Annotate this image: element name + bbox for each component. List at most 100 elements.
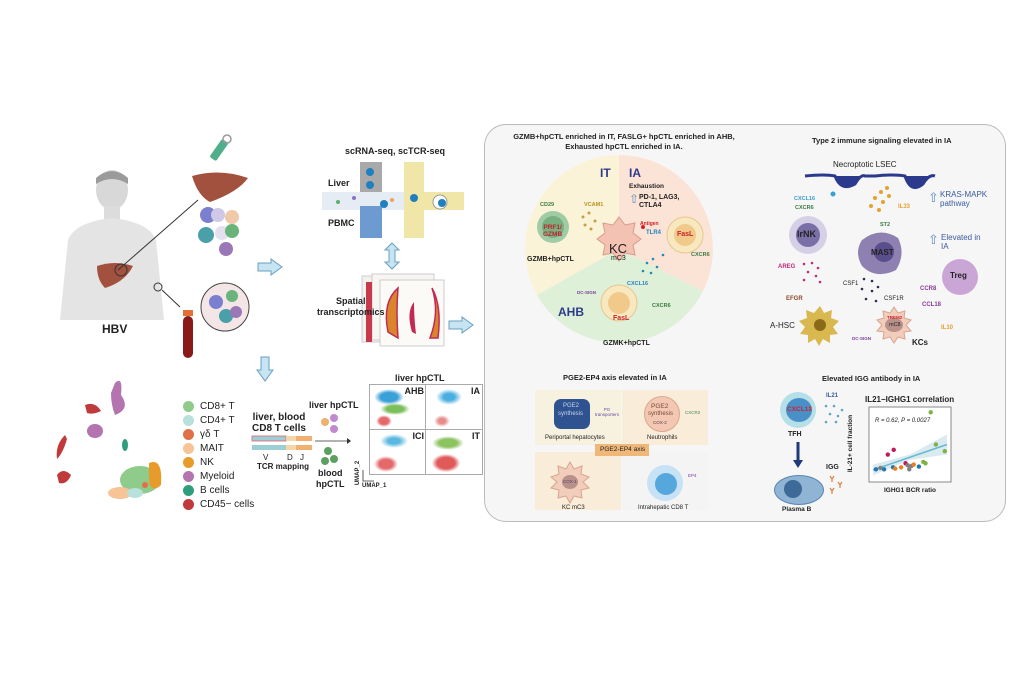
scatter-point	[881, 467, 887, 472]
tcr-title: liver, blood CD8 T cells	[252, 412, 306, 434]
il33-label: IL33	[898, 204, 911, 210]
tcr-segment-j: J	[300, 453, 304, 462]
scatter-point	[933, 442, 939, 447]
pg-line1: PG	[603, 407, 611, 412]
scatter-point	[885, 452, 890, 457]
mast-label: MAST	[871, 248, 894, 257]
markers-line2: CTLA4	[639, 202, 662, 209]
umap-panel-ahb: AHB	[369, 384, 427, 430]
pg-line2: transporters	[595, 412, 620, 417]
tcr-mapping-label: TCR mapping	[257, 462, 309, 471]
scatter-point	[928, 410, 933, 415]
cell-type-legend: CD8+ T CD4+ T γδ T MAIT NK Myeloid B cel…	[183, 399, 254, 511]
synthesis-neutrophil-label: synthesis	[648, 411, 674, 417]
scatter-point	[893, 466, 898, 471]
vcam1-label: VCAM1	[584, 202, 604, 208]
pge2-ep4-axis-badge	[595, 444, 649, 456]
kc-mc3-cell	[550, 460, 590, 505]
synthesis-label: synthesis	[558, 411, 584, 417]
spatial-label: Spatial transcriptomics	[317, 296, 385, 318]
hepatocyte-cell	[554, 399, 590, 429]
microfluidic-chip-illustration	[322, 162, 464, 238]
umap-panel-label: IT	[472, 431, 480, 441]
il10-label: IL10	[941, 325, 954, 331]
umap-ylabel: UMAP_2	[355, 460, 362, 486]
lrnk-cell	[789, 216, 827, 254]
mc8-label: mC8	[889, 322, 901, 328]
cd8t-nucleus	[655, 473, 677, 495]
trem2-label: TREM2	[887, 315, 903, 320]
fasl-ia-label: FasL	[677, 231, 694, 238]
confidence-band	[873, 434, 947, 476]
cd8t-label: Intrahepatic CD8 T	[638, 505, 689, 511]
elevated-line2: IA	[941, 242, 949, 251]
kcs-label: KCs	[912, 338, 929, 347]
liver-label: Liver	[328, 178, 350, 188]
umap-panel-ia: IA	[425, 384, 483, 430]
necroptotic-lsec-illustration	[804, 173, 936, 197]
treg-cell	[942, 259, 978, 295]
chart-title: IL21−IGHG1 correlation	[865, 395, 955, 404]
panel4-title: Elevated IGG antibody in IA	[822, 374, 921, 383]
spatial-tissue-slides	[361, 273, 445, 347]
legend-label: γδ T	[200, 428, 220, 440]
legend-item: Myeloid	[183, 469, 254, 483]
activated-hsc-cell	[799, 306, 839, 346]
igg-antibodies-icon	[829, 475, 843, 494]
hpctl-pie-diagram	[524, 155, 713, 343]
tcr-segment-bars	[251, 435, 312, 450]
blood-cells-magnified-icon	[200, 282, 250, 332]
right-arrow-icon	[257, 258, 283, 276]
cox1-label: COX-1	[563, 479, 577, 484]
kras-line2: pathway	[940, 199, 970, 208]
sequencing-title: scRNA-seq, scTCR-seq	[345, 146, 446, 156]
blood-tube-icon	[183, 310, 193, 358]
umap-xlabel: UMAP_1	[362, 483, 387, 489]
umap-panel-label: IA	[471, 386, 480, 396]
it-label: IT	[600, 166, 611, 180]
regression-line	[872, 443, 948, 471]
cxcr6-ahb-label: CXCR6	[652, 303, 671, 309]
tcr-title-line2: CD8 T cells	[252, 423, 306, 434]
neutrophil-cell	[644, 396, 680, 432]
mapping-arrow	[315, 438, 351, 444]
liver-hpctl-cells-icon	[321, 414, 338, 433]
spatial-label-line1: Spatial	[336, 296, 366, 306]
scatter-point	[942, 449, 947, 454]
neutrophils-label: Neutrophils	[647, 435, 678, 441]
liver-in-body-icon	[97, 263, 133, 288]
tcr-segment-d: D	[287, 453, 293, 462]
blood-hpctl-cells-icon	[321, 447, 338, 465]
cell-atlas-umap	[56, 380, 162, 499]
antigen-label: Antigen	[640, 221, 659, 227]
ia-label: IA	[629, 166, 641, 180]
scatter-point	[923, 461, 928, 466]
scatter-point	[907, 467, 912, 472]
plasma-b-label: Plasma B	[782, 506, 812, 513]
tlr4-label: TLR4	[646, 230, 661, 236]
elevated-up-arrow-icon: ⇧	[928, 232, 939, 247]
blood-hpctl-line2: hpCTL	[316, 479, 345, 489]
cox2-label: COX-2	[653, 420, 667, 425]
st2-label: ST2	[880, 222, 891, 228]
kc-mc8-cell	[876, 306, 912, 344]
cxcl16-label: CXCL16	[627, 281, 649, 287]
pge2-label: PGE2	[563, 403, 580, 409]
umap-axes-icon	[362, 470, 374, 482]
legend-item: CD45− cells	[183, 497, 254, 511]
dc-sign-label: DC-SIGN	[577, 290, 596, 295]
ep4-label: EP4	[688, 473, 697, 478]
umap-panel-it: IT	[425, 429, 483, 475]
down-arrow-icon	[256, 356, 274, 382]
chart-ylabel: IL-21+ cell fraction	[847, 414, 855, 473]
fasl-ahb-label: FasL	[613, 315, 630, 322]
cxcr6-label: CXCR6	[795, 205, 814, 211]
scatter-point	[878, 465, 883, 471]
legend-item: NK	[183, 455, 254, 469]
blood-hpctl-line1: blood	[318, 468, 343, 478]
scatter-point	[911, 462, 916, 467]
ccr8-label: CCR8	[920, 286, 937, 292]
lsec-label: Necroptotic LSEC	[833, 160, 897, 169]
mc3-label: mC3	[611, 255, 626, 262]
syringe-icon	[210, 134, 232, 161]
